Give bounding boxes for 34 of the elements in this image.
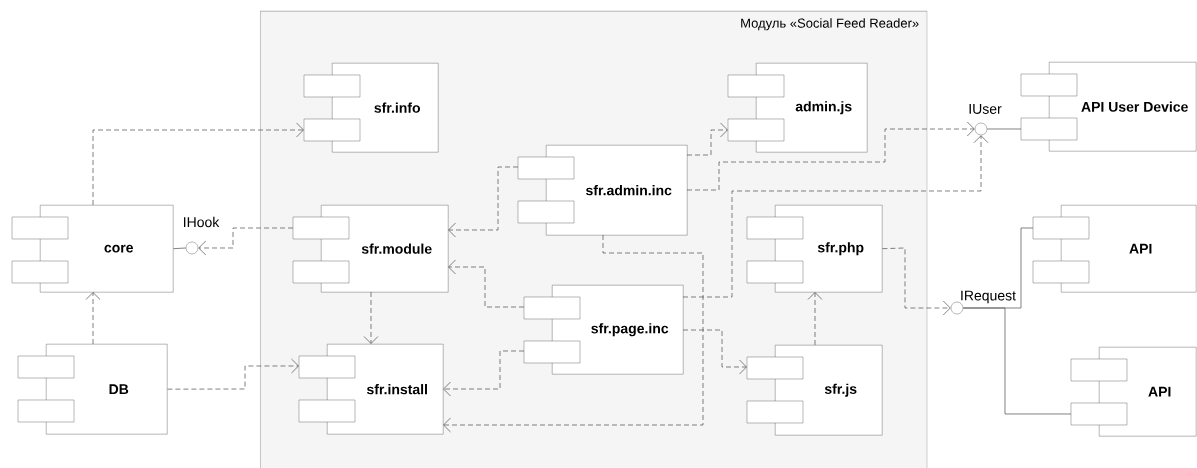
dependency-arrow [443, 234, 704, 433]
dependency-arrow [85, 292, 101, 345]
component-box: API [1032, 205, 1197, 293]
interface-lollipop: IUser [969, 104, 1002, 136]
dependency-arrow [682, 135, 989, 298]
dependency-arrow [686, 121, 975, 191]
interface-lollipop: IRequest [950, 290, 1016, 315]
dependency-arrow [167, 358, 299, 390]
component-box: API [1070, 347, 1197, 437]
node-label: IHook [184, 216, 220, 228]
dependency-arrow [363, 291, 379, 344]
component-box: API User Device [1020, 62, 1197, 152]
component-box: sfr.install [298, 344, 444, 435]
component-box: sfr.module [292, 205, 449, 293]
component-box: sfr.page.inc [523, 285, 684, 375]
dependency-arrow [882, 247, 951, 316]
dependency-arrow [198, 227, 294, 256]
node-label: IRequest [961, 290, 1016, 304]
node-label: IUser [969, 104, 1002, 114]
component-box: sfr.admin.inc [517, 145, 688, 236]
dependency-arrow [443, 350, 525, 397]
dependency-arrow [682, 329, 747, 375]
component-box: sfr.js [746, 345, 883, 436]
component-box: DB [17, 344, 168, 435]
dependency-arrow [807, 292, 823, 346]
component-box: core [11, 205, 174, 293]
component-box: admin.js [727, 63, 868, 153]
component-box: sfr.php [746, 205, 883, 293]
interface-lollipop: IHook [184, 216, 220, 255]
dependency-arrow [686, 122, 728, 156]
component-box: sfr.info [303, 63, 439, 153]
dependency-arrow [448, 166, 519, 238]
dependency-arrow [448, 259, 525, 308]
dependency-arrow [92, 122, 304, 206]
